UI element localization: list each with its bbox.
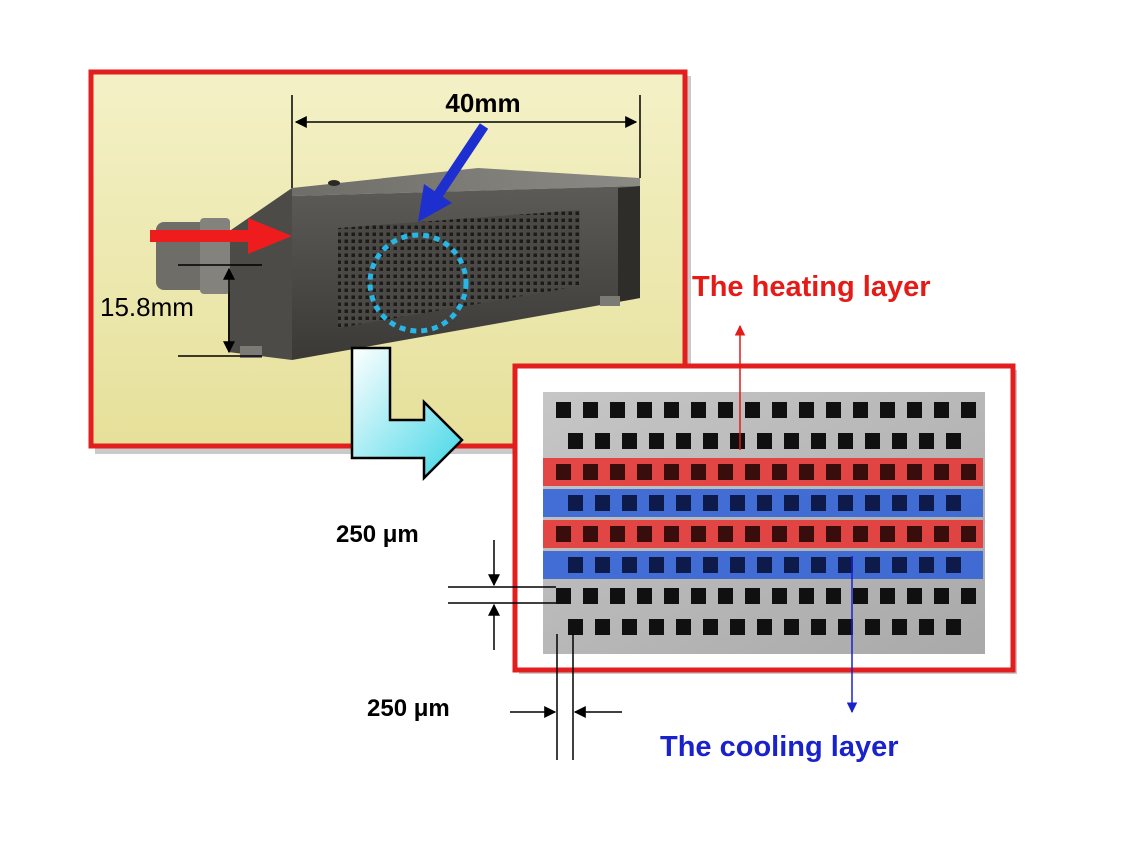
- cooling-flow-arrow-icon: [418, 123, 489, 222]
- micrograph-panel: [512, 363, 1017, 674]
- length-dimension: 40mm: [291, 88, 641, 188]
- channel-height-dimension: 250 μm: [336, 521, 556, 650]
- channel-width-dimension: 250 μm: [367, 634, 622, 760]
- channel-height-label: 250 μm: [336, 521, 419, 548]
- heating-layer-label: The heating layer: [692, 271, 931, 303]
- device-photo-panel: 40mm 15.8mm: [88, 69, 691, 454]
- zoom-circle: [367, 232, 469, 334]
- length-label: 40mm: [445, 88, 520, 118]
- heating-flow-arrow-icon: [150, 218, 292, 254]
- cooling-layer-label: The cooling layer: [660, 731, 899, 763]
- height-label: 15.8mm: [100, 292, 194, 322]
- channel-width-label: 250 μm: [367, 695, 450, 722]
- height-dimension: 15.8mm: [100, 264, 262, 357]
- cooling-layer-callout: The cooling layer: [660, 556, 899, 763]
- elbow-arrow-right-icon: [350, 346, 464, 482]
- microchannel-cross-section-icon: [543, 392, 985, 654]
- heating-layer-callout: The heating layer: [692, 271, 931, 450]
